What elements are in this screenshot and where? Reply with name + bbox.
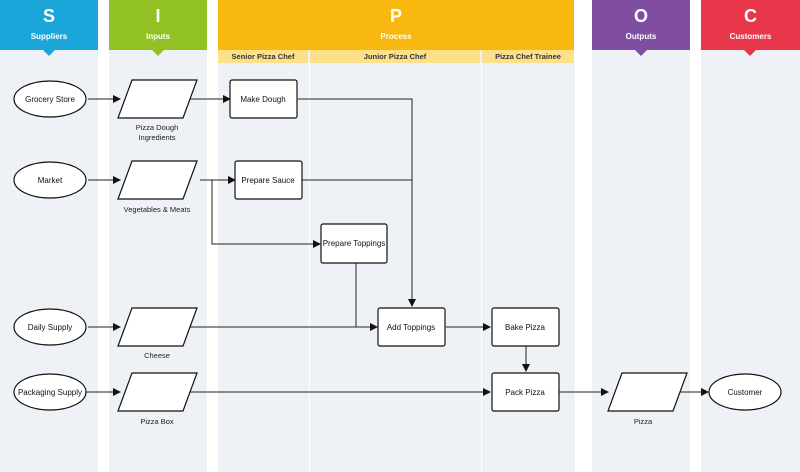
customers-header: C Customers xyxy=(701,0,800,50)
supplier-market xyxy=(13,161,87,199)
outputs-header: O Outputs xyxy=(592,0,690,50)
inputs-header: I Inputs xyxy=(109,0,207,50)
step-label-prepare-toppings: Prepare Toppings xyxy=(323,239,386,248)
input-caption-dough-line1: Pizza Dough xyxy=(136,123,179,132)
process-label: Process xyxy=(380,32,412,41)
suppliers-notch xyxy=(43,50,55,56)
edge-make-dough-to-add-toppings xyxy=(298,98,416,307)
outputs-notch xyxy=(635,50,647,56)
input-pizza-box xyxy=(117,372,198,412)
customer-label: Customer xyxy=(728,388,763,397)
input-cheese xyxy=(117,307,198,347)
suppliers-letter: S xyxy=(42,6,55,26)
step-label-add-toppings: Add Toppings xyxy=(387,323,435,332)
step-label-make-dough: Make Dough xyxy=(240,95,285,104)
step-label-pack-pizza: Pack Pizza xyxy=(505,388,545,397)
step-add-toppings xyxy=(377,307,446,347)
process-header: P Process xyxy=(218,0,574,50)
customer-node xyxy=(708,373,782,411)
supplier-label-market: Market xyxy=(38,176,63,185)
supplier-label-daily-supply: Daily Supply xyxy=(28,323,72,332)
input-caption-dough-line2: Ingredients xyxy=(138,133,175,142)
inputs-letter: I xyxy=(155,6,161,26)
suppliers-header: S Suppliers xyxy=(0,0,98,50)
supplier-packaging-supply xyxy=(13,373,87,411)
inputs-label: Inputs xyxy=(146,32,170,41)
supplier-grocery-store xyxy=(13,80,87,118)
supplier-label-packaging-supply: Packaging Supply xyxy=(18,388,82,397)
role-senior-pizza-chef: Senior Pizza Chef xyxy=(218,50,308,63)
step-bake-pizza xyxy=(491,307,560,347)
output-pizza xyxy=(607,372,688,412)
step-prepare-sauce xyxy=(234,160,303,200)
outputs-letter: O xyxy=(633,6,648,26)
supplier-daily-supply xyxy=(13,308,87,346)
step-make-dough xyxy=(229,79,298,119)
customers-letter: C xyxy=(744,6,757,26)
step-prepare-toppings xyxy=(320,223,388,264)
role-junior-pizza-chef: Junior Pizza Chef xyxy=(310,50,480,63)
outputs-label: Outputs xyxy=(625,32,657,41)
output-caption-pizza: Pizza xyxy=(634,417,653,426)
input-caption-cheese: Cheese xyxy=(144,351,170,360)
input-pizza-dough-ingredients xyxy=(117,79,198,119)
process-letter: P xyxy=(389,6,402,26)
edge-vegetables-to-prepare-toppings xyxy=(211,180,321,248)
customers-notch xyxy=(744,50,756,56)
step-pack-pizza xyxy=(491,372,560,412)
supplier-label-grocery-store: Grocery Store xyxy=(25,95,75,104)
input-caption-vegetables: Vegetables & Meats xyxy=(124,205,191,214)
role-pizza-chef-trainee: Pizza Chef Trainee xyxy=(482,50,574,63)
step-label-bake-pizza: Bake Pizza xyxy=(505,323,546,332)
input-caption-pizza-box: Pizza Box xyxy=(140,417,174,426)
lane-junior xyxy=(309,63,481,472)
input-vegetables-meats xyxy=(117,160,198,200)
inputs-notch xyxy=(152,50,164,56)
step-label-prepare-sauce: Prepare Sauce xyxy=(241,176,295,185)
customers-label: Customers xyxy=(729,32,772,41)
suppliers-label: Suppliers xyxy=(30,32,68,41)
